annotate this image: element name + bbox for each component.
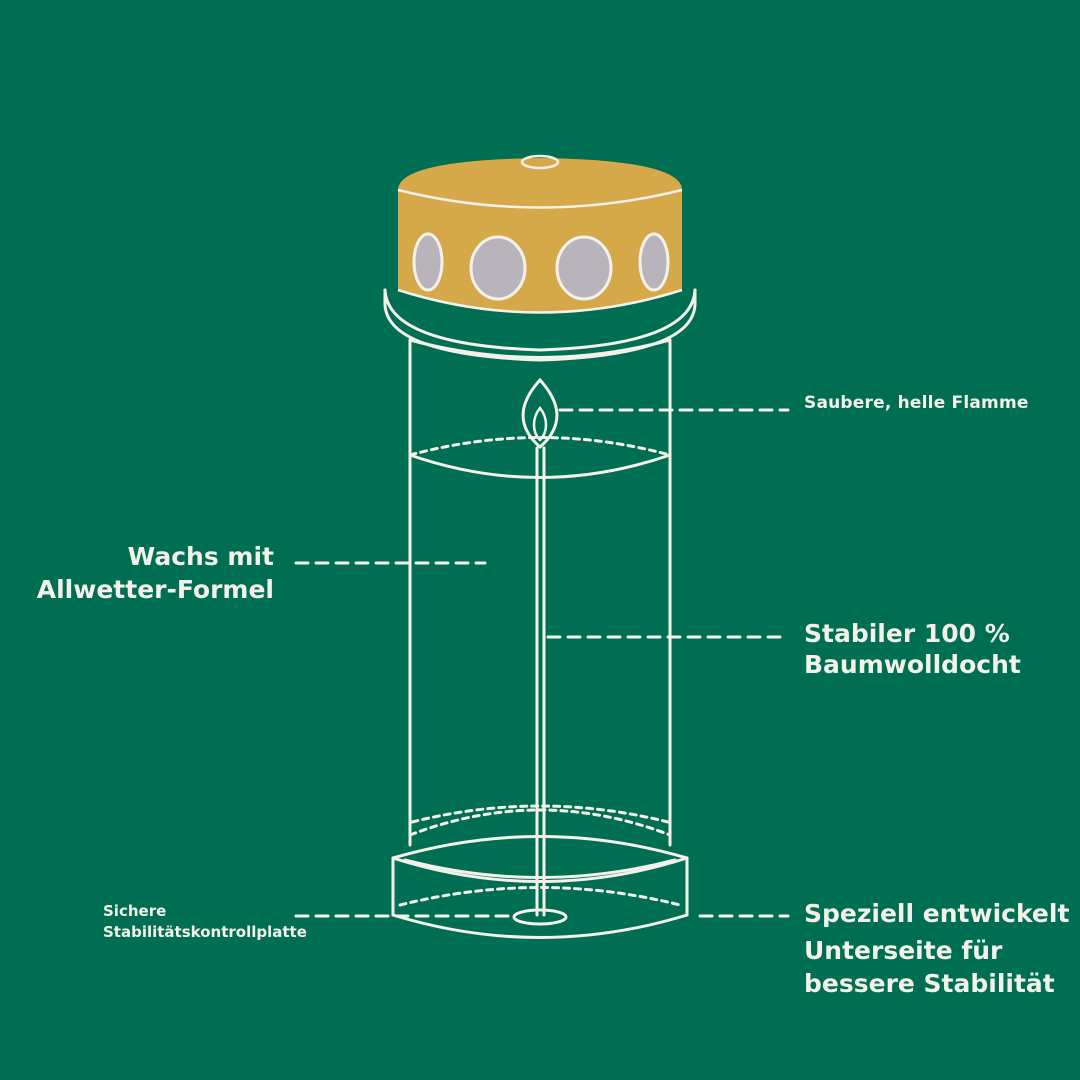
wax-bottom	[408, 804, 672, 837]
label-flame: Saubere, helle Flamme	[804, 393, 1029, 413]
label-base-line2: Unterseite für	[804, 936, 1003, 965]
label-wax-line1: Wachs mit	[127, 542, 274, 571]
stability-plate	[512, 908, 568, 926]
lid-hole	[469, 235, 527, 301]
label-wick-line1: Stabiler 100 %	[804, 619, 1010, 648]
label-base-line3: bessere Stabilität	[804, 969, 1055, 998]
candle-lid	[397, 154, 683, 314]
lid-hole	[412, 232, 444, 292]
label-plate-line2: Stabilitätskontrollplatte	[103, 923, 307, 941]
label-wick-line2: Baumwolldocht	[804, 650, 1021, 679]
wax-surface	[408, 436, 672, 479]
wick	[535, 446, 546, 917]
label-base: Speziell entwickelt Unterseite für besse…	[804, 897, 1069, 1000]
lid-hole	[638, 232, 670, 292]
label-plate-line1: Sichere	[103, 902, 167, 920]
lid-hole	[555, 235, 613, 301]
glass-cylinder	[408, 338, 672, 847]
label-base-line1: Speziell entwickelt	[804, 899, 1070, 928]
label-flame-text: Saubere, helle Flamme	[804, 393, 1029, 413]
leader-lines	[294, 408, 790, 918]
label-wax: Wachs mit Allwetter-Formel	[37, 540, 274, 606]
lid-rim	[383, 288, 697, 362]
label-plate: Sichere Stabilitätskontrollplatte	[103, 901, 307, 943]
flame-icon	[521, 377, 559, 449]
candle-base	[391, 835, 689, 939]
label-wax-line2: Allwetter-Formel	[36, 575, 274, 604]
lid-vent-icon	[520, 154, 560, 170]
label-wick: Stabiler 100 % Baumwolldocht	[804, 618, 1021, 680]
